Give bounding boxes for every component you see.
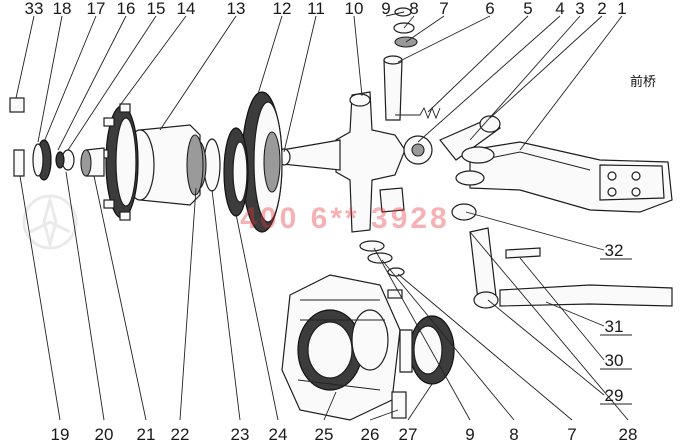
watermark: 400 6** 3928 bbox=[22, 194, 450, 250]
brake-caliper bbox=[281, 274, 401, 421]
bearing-nut bbox=[55, 147, 105, 177]
callout-label-26: 26 bbox=[361, 425, 380, 443]
callout-label-30: 30 bbox=[605, 351, 624, 370]
callout-label-15: 15 bbox=[147, 0, 166, 18]
small-cap bbox=[9, 97, 25, 113]
callout-label-23: 23 bbox=[231, 425, 250, 443]
callout-label-12: 12 bbox=[273, 0, 292, 18]
callout-label-20: 20 bbox=[95, 425, 114, 443]
callout-label-3: 3 bbox=[575, 0, 584, 18]
callout-label-2: 2 bbox=[597, 0, 606, 18]
callout-label-5: 5 bbox=[523, 0, 532, 18]
callout-label-24: 24 bbox=[269, 425, 288, 443]
callout-label-28: 28 bbox=[619, 425, 638, 443]
sensor-wire bbox=[395, 106, 441, 120]
callout-label-6: 6 bbox=[485, 0, 494, 18]
hub-flange bbox=[97, 103, 139, 221]
kingpin bbox=[383, 55, 403, 121]
diagram-title: 前桥 bbox=[630, 74, 656, 89]
watermark-text: 400 6** 3928 bbox=[240, 202, 450, 235]
brake-disc bbox=[241, 91, 283, 233]
wheel-hub bbox=[125, 124, 204, 206]
callout-label-29: 29 bbox=[605, 386, 624, 405]
callout-label-10: 10 bbox=[345, 0, 364, 18]
spindle bbox=[277, 139, 341, 171]
callout-label-31: 31 bbox=[605, 317, 624, 336]
callout-label-16: 16 bbox=[117, 0, 136, 18]
callout-label-11: 11 bbox=[307, 0, 325, 18]
knuckle-arm bbox=[439, 115, 501, 186]
axle-beam bbox=[469, 141, 673, 213]
brake-chamber bbox=[399, 315, 455, 385]
callout-label-33: 33 bbox=[25, 0, 44, 18]
callout-label-22: 22 bbox=[171, 425, 190, 443]
callout-label-7: 7 bbox=[567, 425, 576, 443]
callout-label-8: 8 bbox=[509, 425, 518, 443]
watermark-logo bbox=[22, 194, 78, 250]
callout-label-27: 27 bbox=[399, 425, 418, 443]
caliper-rings bbox=[359, 240, 407, 419]
callout-label-9: 9 bbox=[381, 0, 390, 18]
callout-label-18: 18 bbox=[53, 0, 72, 18]
callout-label-32: 32 bbox=[605, 241, 624, 260]
tie-rod bbox=[451, 203, 673, 309]
callouts-right: 32 31 30 29 bbox=[600, 241, 632, 405]
leader-lines bbox=[15, 11, 629, 421]
callout-label-21: 21 bbox=[137, 425, 156, 443]
callout-label-4: 4 bbox=[555, 0, 564, 18]
callout-label-14: 14 bbox=[177, 0, 196, 18]
hub-cap bbox=[13, 139, 52, 181]
callout-label-25: 25 bbox=[315, 425, 334, 443]
callout-label-8: 8 bbox=[409, 0, 418, 18]
callout-label-17: 17 bbox=[87, 0, 106, 18]
callout-label-1: 1 bbox=[617, 0, 626, 18]
callout-label-9: 9 bbox=[465, 425, 474, 443]
callouts-bottom: 19 20 21 22 23 24 25 26 27 9 8 7 28 bbox=[51, 425, 638, 443]
callout-label-13: 13 bbox=[227, 0, 246, 18]
callout-label-7: 7 bbox=[439, 0, 448, 18]
callout-label-19: 19 bbox=[51, 425, 70, 443]
